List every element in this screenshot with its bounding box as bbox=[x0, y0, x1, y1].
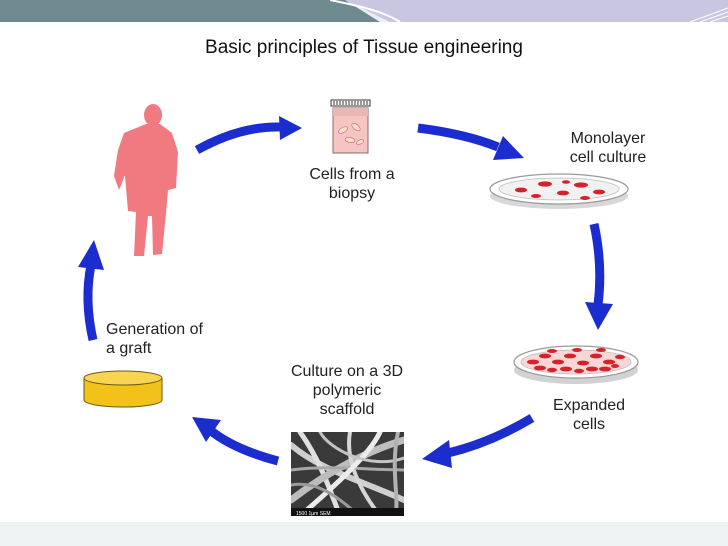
slide-footer-band bbox=[0, 522, 728, 546]
person-icon bbox=[114, 104, 178, 256]
label-cells-from-biopsy: Cells from a biopsy bbox=[309, 166, 395, 202]
arrow-scaffold-to-graft bbox=[192, 417, 280, 466]
arrow-biopsy-to-monolayer bbox=[417, 123, 524, 160]
label-monolayer-cell-culture: Monolayer cell culture bbox=[569, 130, 647, 166]
scaffold-sem-image bbox=[291, 432, 404, 516]
arrow-person-to-biopsy bbox=[194, 116, 302, 154]
arrow-expanded-to-scaffold bbox=[422, 414, 535, 468]
sem-caption: 1500 1µm SEM bbox=[296, 511, 331, 517]
arrow-monolayer-to-expanded bbox=[585, 223, 613, 330]
slide-header-band bbox=[0, 0, 728, 22]
monolayer-petri-dish-icon bbox=[489, 173, 629, 209]
arrow-graft-to-person bbox=[78, 240, 104, 341]
label-expanded-cells: Expanded cells bbox=[552, 397, 626, 433]
cycle-arrows bbox=[78, 116, 613, 468]
graft-cylinder-icon bbox=[83, 370, 163, 408]
expanded-cells-petri-dish-icon bbox=[513, 345, 639, 384]
label-culture-3d-scaffold: Culture on a 3D polymeric scaffold bbox=[290, 363, 404, 418]
label-generation-of-graft: Generation of a graft bbox=[106, 321, 203, 357]
biopsy-vial-icon bbox=[330, 99, 371, 154]
diagram-title: Basic principles of Tissue engineering bbox=[205, 37, 523, 58]
